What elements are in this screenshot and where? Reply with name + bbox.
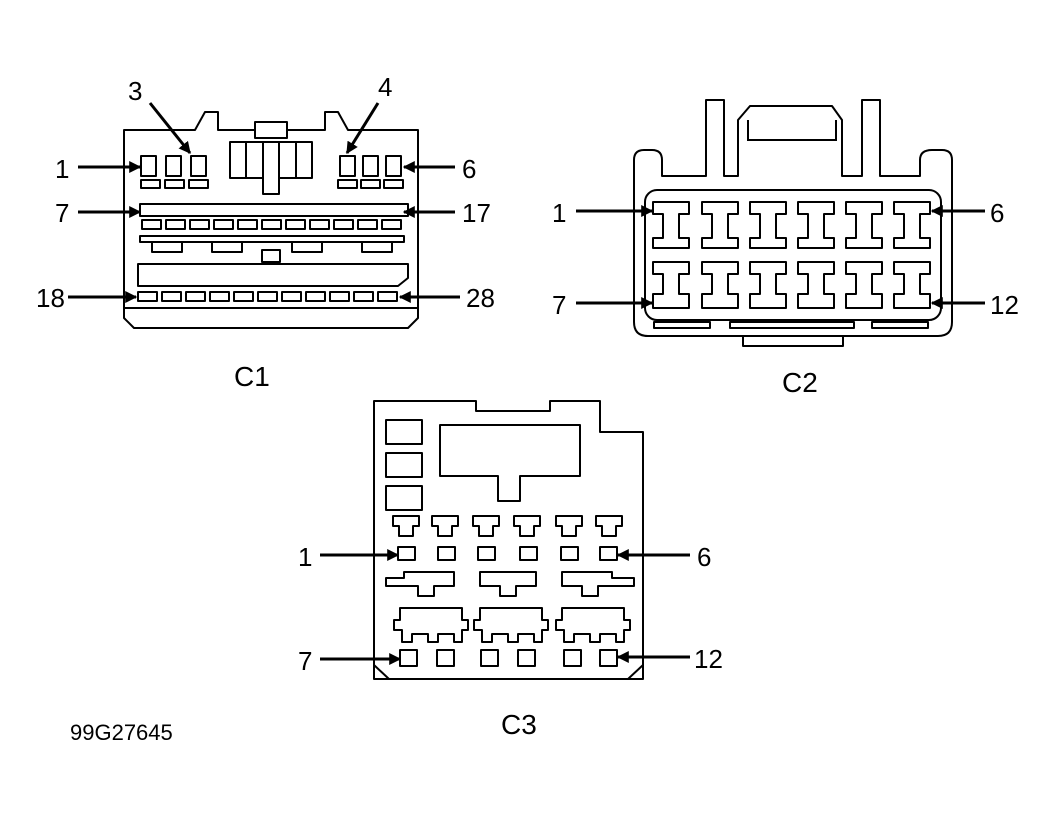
c3-cavities [385,515,635,667]
c3-pin-7-label: 7 [298,646,312,676]
c1-bottom-cavities [137,263,409,302]
c1-pin-6-label: 6 [462,154,476,184]
c3-pin-12-label: 12 [694,644,723,674]
c2-pin-6-label: 6 [990,198,1004,228]
connector-c1: 1 3 4 6 7 17 18 28 C1 [36,72,495,392]
c2-label: C2 [782,367,818,398]
c1-latch [229,121,313,195]
figure-id: 99G27645 [70,720,173,745]
c1-pin-7-label: 7 [55,198,69,228]
c1-top-cavities [140,155,404,189]
c3-pin-1-label: 1 [298,542,312,572]
c1-middle-cavities [139,203,409,263]
c3-pin-6-label: 6 [697,542,711,572]
connector-c2: 1 6 7 12 C2 [552,99,1019,398]
c2-cavities [652,201,931,309]
c2-pin-1-label: 1 [552,198,566,228]
c1-pin-18-label: 18 [36,283,65,313]
c1-pin-28-label: 28 [466,283,495,313]
c2-arrows [576,205,985,309]
c1-pin-1-label: 1 [55,154,69,184]
c3-label: C3 [501,709,537,740]
c1-pin-4-label: 4 [378,72,392,102]
c2-pin-12-label: 12 [990,290,1019,320]
connector-c3: 1 6 7 12 C3 [298,400,723,740]
c3-top-features [385,419,581,511]
c1-pin-17-label: 17 [462,198,491,228]
c1-pin-3-label: 3 [128,76,142,106]
c1-arrows [68,102,460,303]
c2-pin-7-label: 7 [552,290,566,320]
c1-label: C1 [234,361,270,392]
c3-arrows [320,549,690,665]
